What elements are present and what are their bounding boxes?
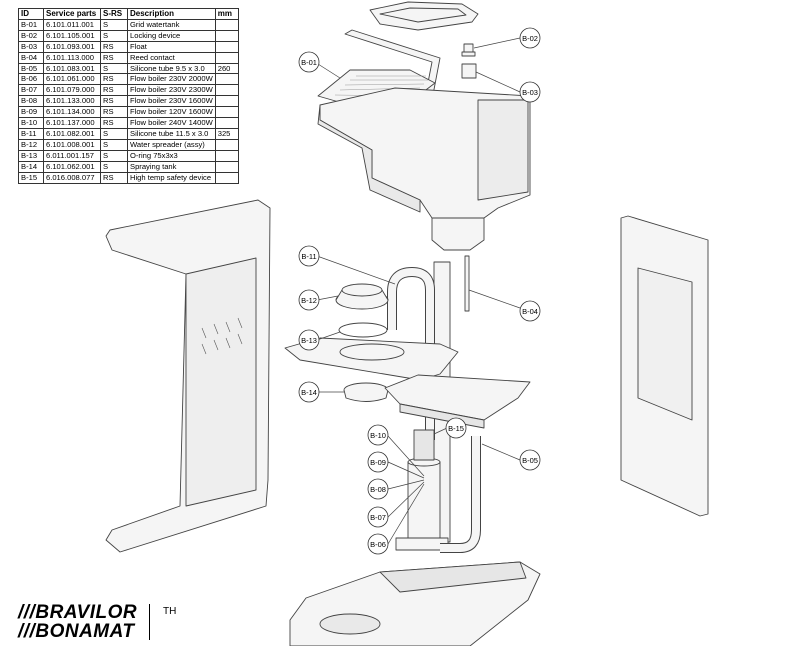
callout-label-b05: B-05 bbox=[522, 456, 538, 465]
callout-b09 bbox=[367, 451, 389, 473]
table-header-row: ID Service parts S-RS Description mm bbox=[18, 8, 239, 20]
spraying-tank bbox=[343, 382, 389, 402]
cell-srs: RS bbox=[100, 51, 128, 64]
callout-label-b06: B-06 bbox=[370, 540, 386, 549]
callout-b06 bbox=[367, 533, 389, 555]
callout-b12 bbox=[298, 289, 320, 311]
float bbox=[461, 63, 477, 79]
top-lid bbox=[369, 1, 479, 31]
callout-b15 bbox=[445, 417, 467, 439]
callout-b05 bbox=[519, 449, 541, 471]
callout-label-b09: B-09 bbox=[370, 458, 386, 467]
callout-b01 bbox=[298, 51, 320, 73]
reed-contact bbox=[464, 255, 470, 312]
callout-b08 bbox=[367, 478, 389, 500]
callout-label-b15: B-15 bbox=[448, 424, 464, 433]
callout-b13 bbox=[298, 329, 320, 351]
callout-b10 bbox=[367, 424, 389, 446]
callout-b02 bbox=[519, 27, 541, 49]
o-ring bbox=[338, 322, 388, 338]
back-panel-right bbox=[620, 215, 709, 517]
callout-label-b14: B-14 bbox=[301, 388, 317, 397]
callout-b11 bbox=[298, 245, 320, 267]
side-panel-left bbox=[105, 199, 271, 553]
logo-text-2: BONAMAT bbox=[35, 621, 135, 642]
logo-line-1: ///BRAVILOR bbox=[18, 603, 137, 622]
cell-mm bbox=[214, 171, 239, 184]
callout-label-b03: B-03 bbox=[522, 88, 538, 97]
callout-label-b11: B-11 bbox=[301, 252, 316, 261]
callout-label-b02: B-02 bbox=[522, 34, 538, 43]
silicone-tube-b11 bbox=[387, 267, 435, 440]
model-code: TH bbox=[163, 606, 177, 617]
logo-line-2: ///BONAMAT bbox=[18, 622, 137, 641]
callout-label-b13: B-13 bbox=[301, 336, 317, 345]
callout-label-b01: B-01 bbox=[301, 58, 317, 67]
callout-label-b12: B-12 bbox=[301, 296, 317, 305]
cell-mm bbox=[214, 29, 239, 42]
watertank bbox=[317, 87, 531, 251]
cell-mm bbox=[214, 40, 239, 53]
callout-b14 bbox=[298, 381, 320, 403]
parts-table: ID Service parts S-RS Description mm B-0… bbox=[18, 8, 239, 184]
brand-logo: ///BRAVILOR ///BONAMAT bbox=[18, 603, 137, 641]
callout-label-b08: B-08 bbox=[370, 485, 386, 494]
logo-bars-icon-2: /// bbox=[18, 621, 36, 642]
logo-divider bbox=[149, 604, 150, 640]
logo-text-1: BRAVILOR bbox=[35, 602, 138, 623]
cell-srs: RS bbox=[100, 40, 128, 53]
silicone-tube-b05 bbox=[440, 436, 481, 553]
callout-b03 bbox=[519, 81, 541, 103]
water-spreader bbox=[335, 283, 389, 310]
callout-label-b04: B-04 bbox=[522, 307, 538, 316]
cell-srs: RS bbox=[100, 171, 128, 184]
callout-label-b07: B-07 bbox=[370, 513, 386, 522]
logo-bars-icon: /// bbox=[18, 602, 36, 623]
callout-label-b10: B-10 bbox=[370, 431, 386, 440]
callout-b07 bbox=[367, 506, 389, 528]
spreader-plate bbox=[284, 337, 459, 381]
locking-device bbox=[461, 43, 476, 57]
base-unit bbox=[289, 561, 541, 646]
cell-srs: S bbox=[100, 29, 128, 42]
callout-b04 bbox=[519, 300, 541, 322]
cell-mm bbox=[214, 51, 239, 64]
